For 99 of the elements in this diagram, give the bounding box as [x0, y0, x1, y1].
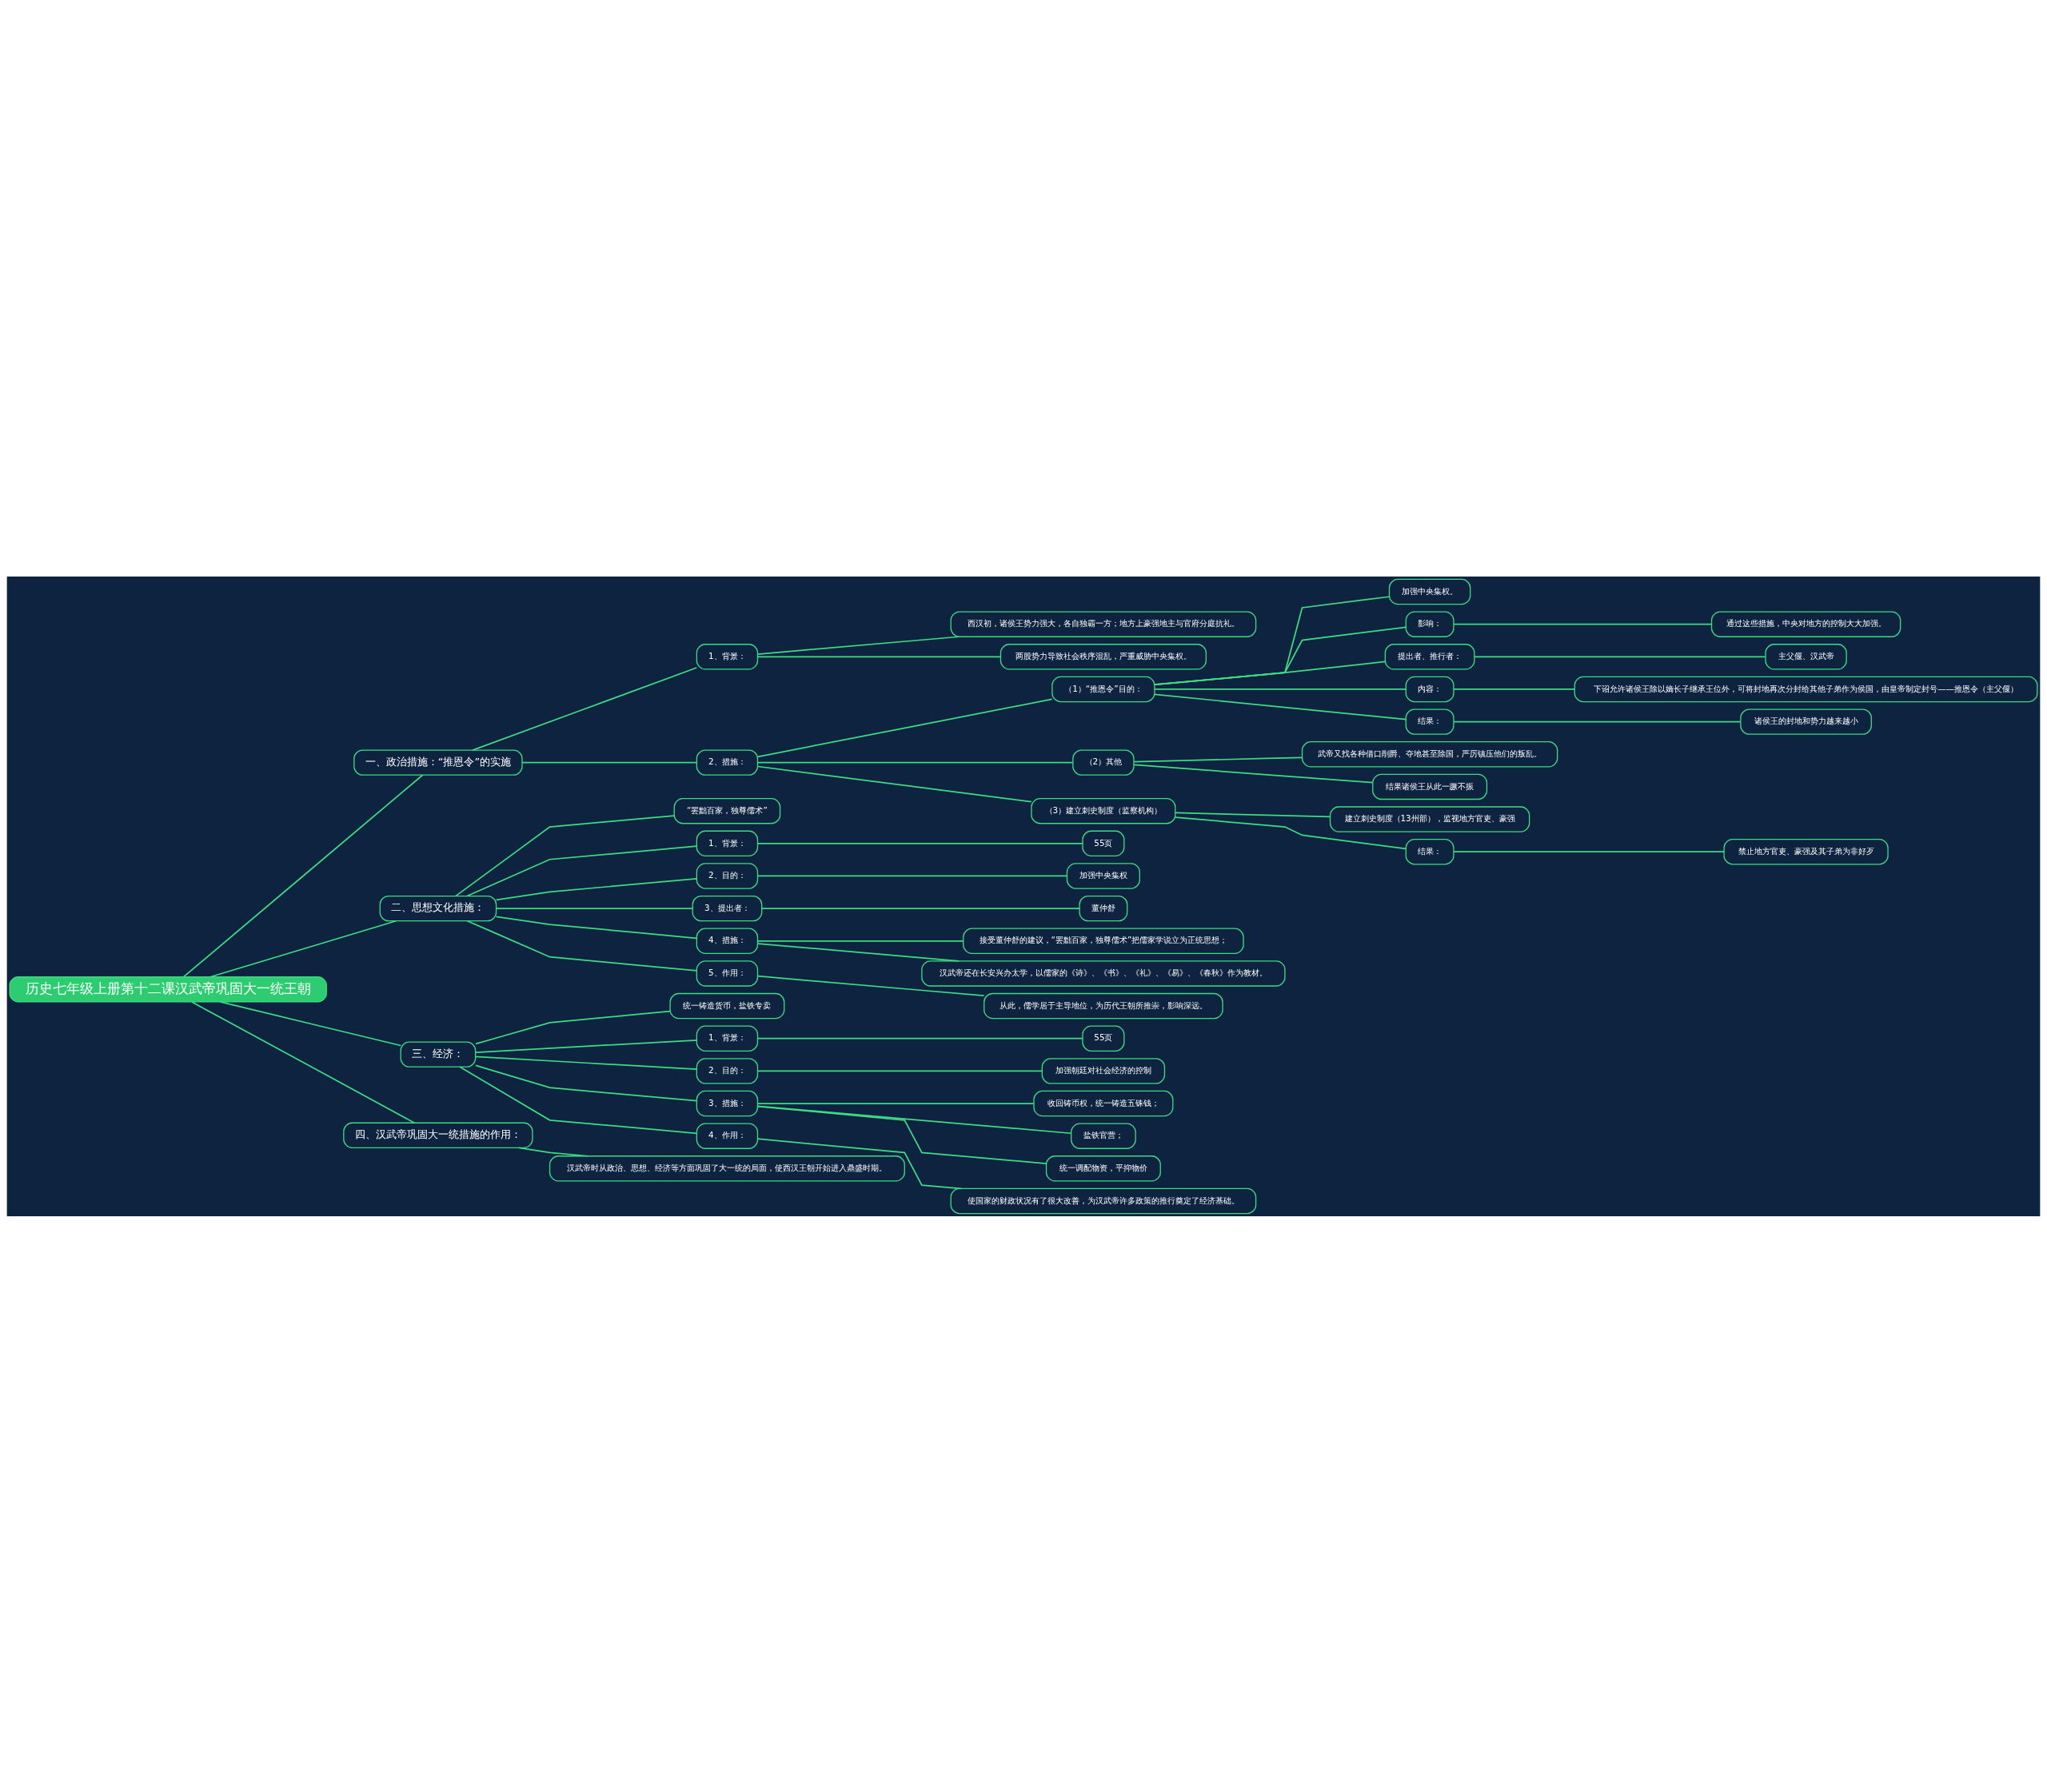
connector: [455, 814, 675, 896]
node-box: 加强朝廷对社会经济的控制: [1041, 1057, 1166, 1084]
node-box: （3）建立刺史制度（监察机构）: [1031, 797, 1176, 824]
connector: [756, 1070, 1043, 1072]
connector: [756, 942, 960, 962]
node-box: 2、目的：: [696, 862, 759, 889]
node-box: 结果诸侯王从此一蹶不振: [1372, 773, 1488, 800]
connector: [1154, 688, 1407, 690]
node-box: 结果：: [1405, 708, 1454, 735]
connector: [760, 907, 1080, 909]
node-box: 1、背景：: [696, 830, 759, 856]
node-box: 从此，儒学居于主导地位，为历代王朝所推崇，影响深远。: [984, 992, 1223, 1019]
connector: [756, 842, 1083, 844]
node-box: 武帝又找各种借口削爵、夺地甚至除国，严厉镇压他们的叛乱。: [1301, 740, 1558, 767]
connector: [495, 907, 693, 909]
connector: [1453, 623, 1713, 625]
connector: [1453, 688, 1575, 690]
node-box: “罢黜百家，独尊儒术”: [673, 797, 781, 824]
node-box: 使国家的财政状况有了很大改善，为汉武帝许多政策的推行奠定了经济基础。: [950, 1187, 1257, 1214]
connector: [1133, 756, 1303, 763]
connector: [1154, 692, 1407, 720]
connector: [495, 877, 698, 900]
node-box: 内容：: [1405, 676, 1454, 702]
node-box: 盐铁官营；: [1071, 1122, 1136, 1149]
connector: [1154, 625, 1407, 685]
connector: [756, 1104, 1072, 1134]
node-box: 1、背景：: [696, 643, 759, 670]
node-box: 通过这些措施，中央对地方的控制大大加强。: [1710, 610, 1901, 637]
connector: [495, 916, 698, 939]
connector: [756, 655, 1002, 657]
connector: [518, 1147, 589, 1157]
connector: [1453, 720, 1742, 722]
connector: [756, 975, 985, 996]
node-box: 建立刺史制度（13州部），监视地方官吏、豪强: [1329, 805, 1530, 832]
connector: [756, 761, 1074, 763]
node-box: 55页: [1082, 830, 1125, 856]
node-box: 加强中央集权。: [1388, 578, 1471, 605]
node-box: 结果：: [1405, 838, 1454, 864]
node-box: 4、措施：: [696, 928, 759, 954]
node-box: 主父偃、汉武帝: [1765, 643, 1847, 670]
node-box: 四、汉武帝巩固大一统措施的作用：: [343, 1122, 533, 1148]
node-box: 汉武帝时从政治、思想、经济等方面巩固了大一统的局面，使西汉王朝开始进入鼎盛时期。: [549, 1155, 905, 1182]
connector: [466, 920, 698, 972]
connector: [756, 1037, 1083, 1040]
connector: [521, 761, 698, 763]
connector: [466, 844, 698, 896]
connector: [191, 1000, 416, 1123]
node-box: 提出者、推行者：: [1384, 643, 1475, 670]
connector: [1453, 850, 1725, 852]
node-box: 5、作用：: [696, 960, 759, 987]
connector: [474, 1039, 698, 1053]
node-box: 2、措施：: [696, 748, 759, 776]
connector: [182, 773, 424, 978]
node-box: 诸侯王的封地和势力越来越小: [1740, 708, 1872, 735]
node-box: （2）其他: [1072, 748, 1135, 776]
node-box: 下诏允许诸侯王除以嫡长子继承王位外，可将封地再次分封给其他子弟作为侯国，由皇帝制定封号——推恩令（主父偃）: [1574, 676, 2038, 702]
node-box: 3、提出者：: [692, 895, 763, 921]
node-box: 接受董仲舒的建议，“罢黜百家，独尊儒术”把儒家学说立为正统思想；: [963, 928, 1244, 954]
node-box: 禁止地方官吏、豪强及其子弟为非好歹: [1723, 838, 1889, 864]
node-box: 统一调配物资，平抑物价: [1045, 1155, 1161, 1182]
connector: [475, 1010, 671, 1044]
node-box: 加强中央集权: [1066, 862, 1140, 889]
connector: [756, 1105, 1047, 1164]
connector: [756, 875, 1068, 876]
node-box: 两股势力导致社会秩序混乱，严重威胁中央集权。: [1000, 643, 1207, 670]
node-box: 统一铸造货币，盐铁专卖: [669, 992, 785, 1019]
node-box: 3、措施：: [696, 1090, 759, 1116]
connector: [756, 940, 964, 942]
connector: [1154, 595, 1391, 685]
node-box: 影响：: [1405, 610, 1454, 637]
node-box: 三、经济：: [400, 1040, 477, 1068]
connector: [475, 1064, 698, 1102]
node-box: 汉武帝还在长安兴办太学，以儒家的《诗》、《书》、《礼》、《易》、《春秋》作为教材。: [921, 960, 1286, 987]
connector: [219, 1000, 402, 1046]
connector: [756, 1137, 962, 1189]
connector: [1133, 764, 1374, 784]
node-box: 4、作用：: [696, 1122, 759, 1149]
node-box: 收回铸币权，统一铸造五铢钱；: [1033, 1090, 1174, 1116]
node-box: 2、目的：: [696, 1057, 759, 1084]
node-box: 历史七年级上册第十二课汉武帝巩固大一统王朝: [9, 976, 327, 1003]
node-box: （1）“推恩令”目的：: [1051, 676, 1155, 702]
connector: [474, 1055, 698, 1070]
node-box: 一、政治措施：“推恩令”的实施: [353, 748, 523, 776]
connector: [756, 765, 1032, 803]
connector: [209, 920, 397, 978]
connector: [756, 698, 1053, 757]
connector: [459, 1065, 698, 1134]
node-box: 西汉初，诸侯王势力强大，各自独霸一方；地方上豪强地主与官府分庭抗礼。: [950, 610, 1257, 637]
node-box: 二、思想文化措施：: [379, 895, 497, 921]
connector: [472, 666, 698, 751]
node-box: 1、背景：: [696, 1025, 759, 1052]
connector: [1175, 812, 1331, 817]
connector: [1175, 816, 1407, 849]
node-box: 董仲舒: [1079, 895, 1128, 921]
connector: [1474, 655, 1766, 657]
node-box: 55页: [1082, 1025, 1125, 1052]
connector: [756, 1102, 1035, 1104]
connector: [1154, 661, 1387, 685]
connector: [756, 635, 960, 655]
